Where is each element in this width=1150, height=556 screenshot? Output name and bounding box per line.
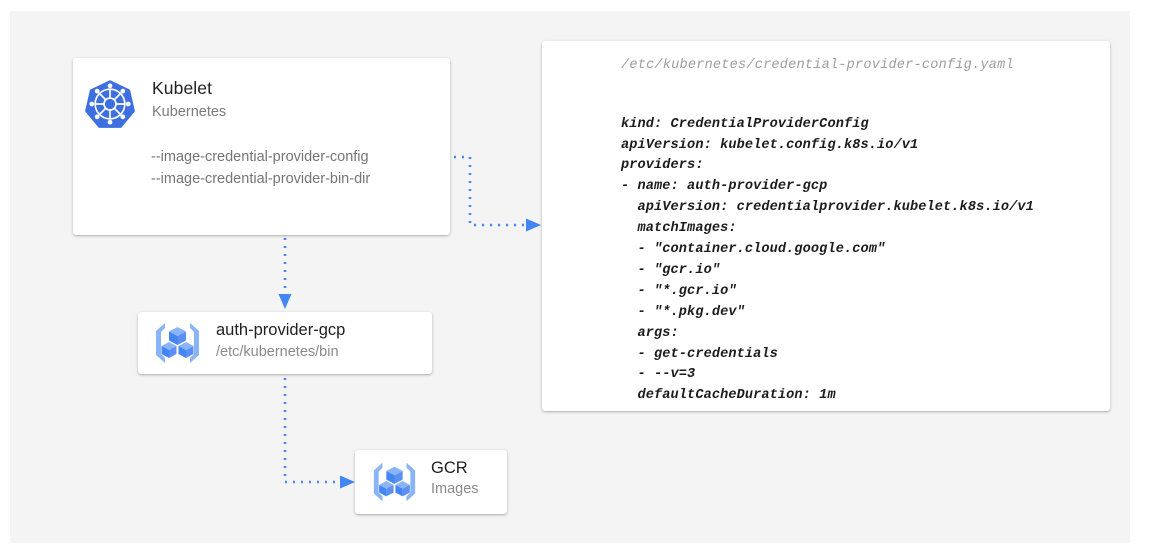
auth-provider-gcp-path: /etc/kubernetes/bin [216, 344, 339, 360]
kubelet-card[interactable]: Kubelet Kubernetes --image-credential-pr… [73, 58, 450, 235]
gcr-card[interactable]: GCR Images [355, 450, 507, 514]
kubernetes-helm-icon [84, 78, 136, 130]
kubelet-flag-image-credential-provider-config: --image-credential-provider-config [151, 149, 369, 165]
cube-bottom-right [178, 342, 194, 358]
yaml-content: kind: CredentialProviderConfig apiVersio… [621, 116, 1034, 404]
credential-provider-config-panel[interactable]: /etc/kubernetes/credential-provider-conf… [542, 41, 1110, 411]
gcp-container-registry-icon [150, 318, 205, 368]
yaml-file-path: /etc/kubernetes/credential-provider-conf… [621, 58, 1014, 73]
cube-bottom-right [395, 481, 410, 497]
cube-bottom-left [161, 342, 177, 358]
gcp-container-registry-icon [367, 458, 422, 506]
kubelet-subtitle: Kubernetes [152, 104, 227, 120]
auth-provider-gcp-card[interactable]: auth-provider-gcp /etc/kubernetes/bin [138, 312, 432, 374]
gcr-title: GCR [431, 459, 468, 477]
auth-provider-gcp-title: auth-provider-gcp [216, 321, 346, 339]
cube-bottom-left [379, 481, 394, 497]
cube-top [386, 466, 403, 484]
gcr-subtitle: Images [431, 481, 479, 497]
kubelet-flag-image-credential-provider-bin-dir: --image-credential-provider-bin-dir [151, 171, 371, 187]
kubelet-title: Kubelet [152, 78, 213, 98]
cube-top [169, 327, 186, 345]
